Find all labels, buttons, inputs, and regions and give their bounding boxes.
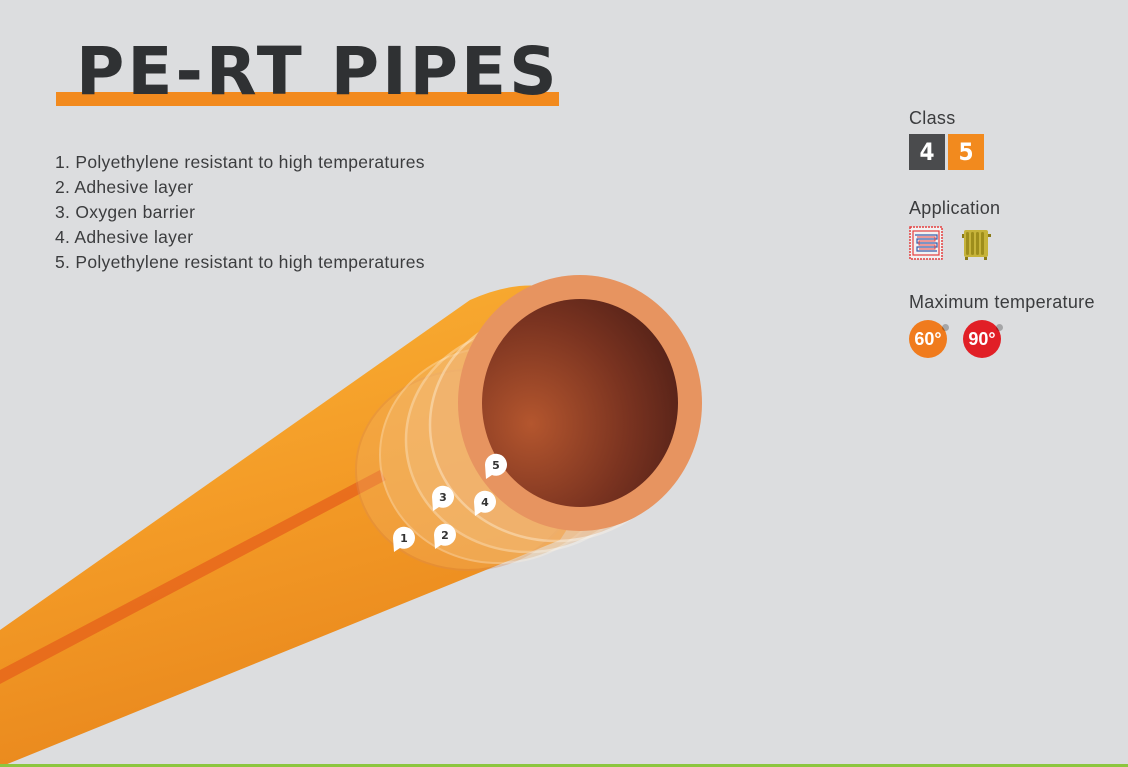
page-title: PE-RT PIPES: [76, 33, 560, 110]
layer-item-4: 4. Adhesive layer: [55, 227, 194, 247]
class-5-badge: 5: [948, 134, 984, 170]
marker-5: 5: [484, 453, 507, 479]
class-label: Class: [909, 108, 956, 128]
marker-5-text: 5: [492, 459, 500, 472]
class-values: 4 5: [909, 134, 1124, 170]
temp-90-badge: 90°: [963, 320, 1003, 358]
marker-1: 1: [392, 526, 415, 552]
temp-60-badge: 60°: [909, 320, 949, 358]
marker-3: 3: [431, 485, 454, 511]
spec-panel: Class 4 5 Application Maximum temperatur…: [909, 106, 1124, 358]
application-label: Application: [909, 198, 1001, 218]
radiator-icon: [962, 230, 991, 260]
marker-4: 4: [473, 490, 496, 516]
layer-item-3: 3. Oxygen barrier: [55, 202, 196, 222]
layer-item-2: 2. Adhesive layer: [55, 177, 194, 197]
max-temperature-label: Maximum temperature: [909, 292, 1095, 312]
application-icons: [909, 226, 1124, 260]
bottom-accent-line: [0, 764, 1128, 767]
class-4-badge: 4: [909, 134, 945, 170]
underfloor-heating-icon: [909, 226, 943, 260]
max-temperature-values: 60° 90°: [909, 320, 1124, 358]
title-block: PE-RT PIPES: [56, 30, 560, 114]
marker-2-text: 2: [441, 529, 449, 542]
layer-item-1: 1. Polyethylene resistant to high temper…: [55, 152, 425, 172]
pipe-inner-hole: [482, 299, 678, 507]
title-underline: [56, 92, 559, 106]
marker-1-text: 1: [400, 532, 408, 545]
layer-list: 1. Polyethylene resistant to high temper…: [55, 150, 425, 275]
marker-4-text: 4: [481, 496, 489, 509]
marker-3-text: 3: [439, 491, 447, 504]
marker-2: 2: [433, 523, 456, 549]
layer-item-5: 5. Polyethylene resistant to high temper…: [55, 252, 425, 272]
pipe-stripe: [0, 470, 386, 684]
